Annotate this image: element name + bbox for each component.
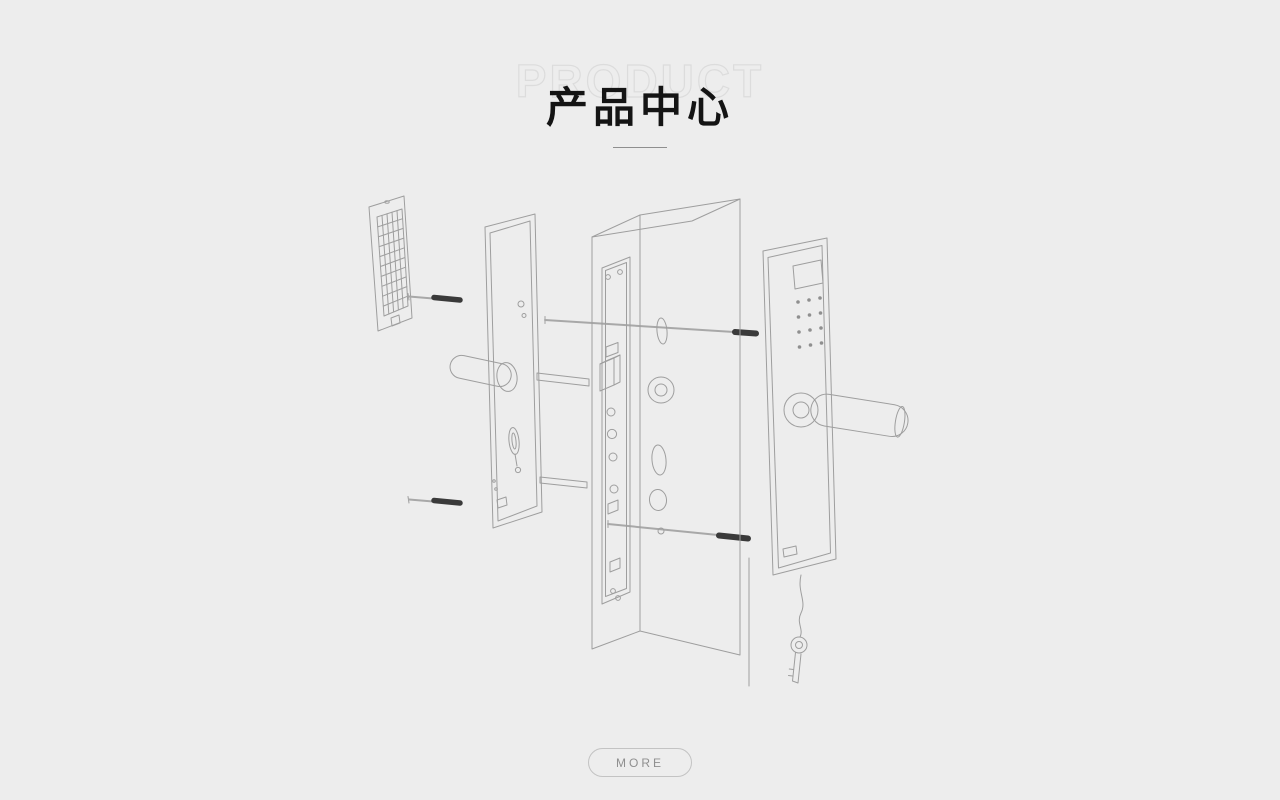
keypad-dots [796,296,824,349]
page-title: 产品中心 [545,84,734,131]
more-button[interactable]: MORE [588,748,692,777]
door-bore-holes [647,317,675,535]
latch-bolt [599,354,621,392]
more-button-label: MORE [616,755,664,770]
exterior-handle [783,392,909,438]
display-window [792,259,824,290]
mortise-faceplate [599,256,631,605]
interior-handle [449,354,518,392]
thumb-turn [508,427,522,474]
battery-cover-panel [368,195,413,332]
door-section [591,198,750,687]
exterior-keypad-panel [762,237,909,684]
interior-escutcheon [449,213,543,529]
product-watermark-text: PRODUCT [515,54,765,107]
title-divider [613,147,667,148]
key-cord [798,574,804,638]
spindle-rods [536,372,590,489]
emergency-key [788,636,808,684]
section-header: PRODUCT 产品中心 [0,0,1280,180]
mounting-screws [407,293,463,506]
